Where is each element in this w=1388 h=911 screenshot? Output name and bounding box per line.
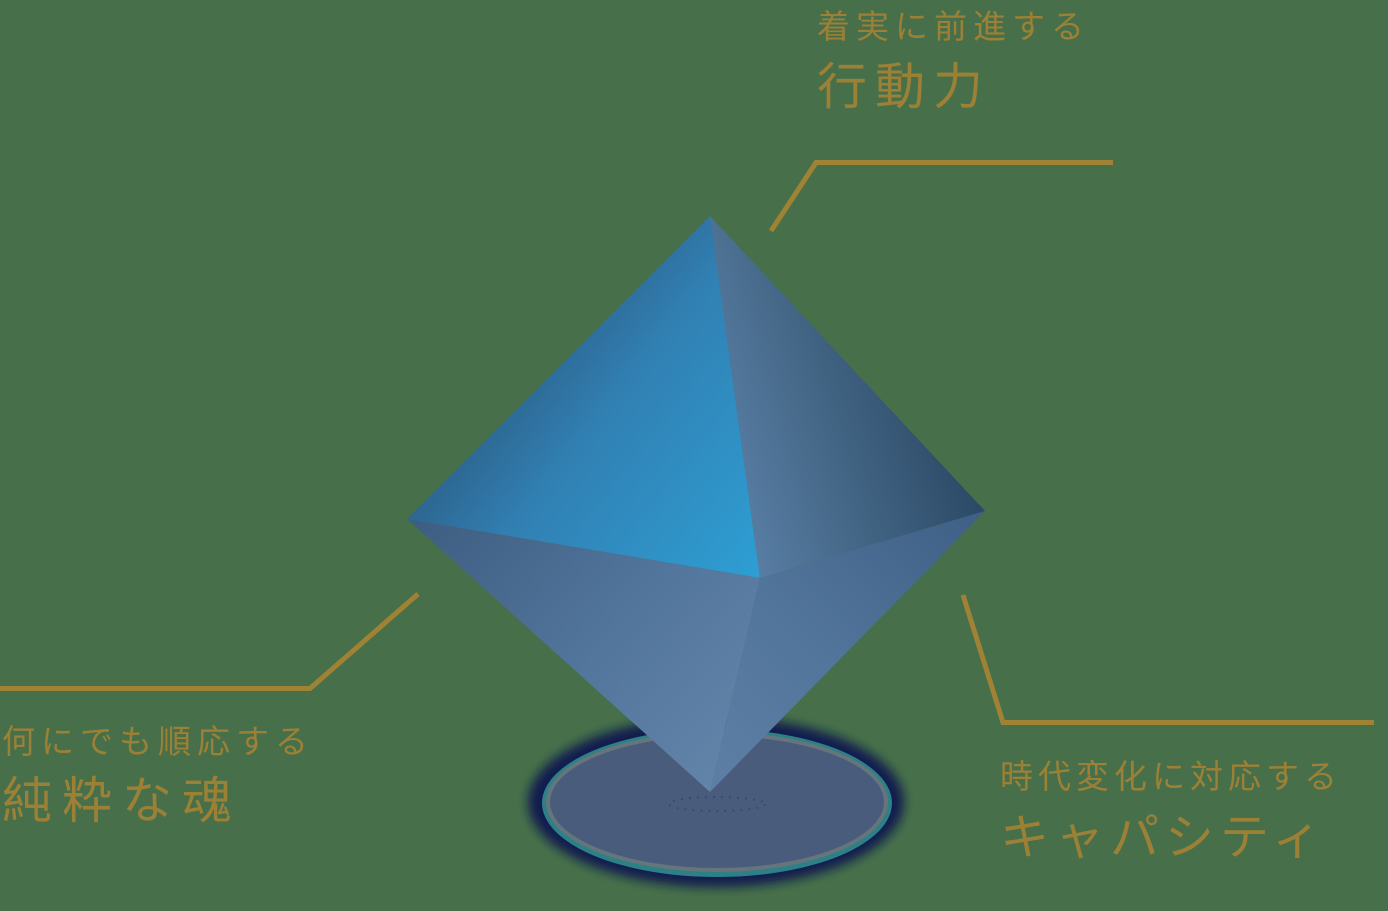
label-soul: 何にでも順応する 純粋な魂 bbox=[2, 723, 314, 830]
octahedron bbox=[407, 216, 985, 792]
label-soul-title: 純粋な魂 bbox=[2, 773, 242, 829]
label-capacity-subtitle: 時代変化に対応する bbox=[1000, 760, 1342, 796]
label-action-subtitle: 着実に前進する bbox=[817, 10, 1090, 46]
octahedron-face-top-right bbox=[710, 216, 985, 578]
octahedron-face-bottom-right bbox=[710, 511, 985, 792]
octahedron-face-bottom-left bbox=[407, 519, 760, 792]
label-action: 着実に前進する 行動力 bbox=[817, 8, 1090, 116]
connector-action bbox=[768, 160, 1113, 233]
label-capacity: 時代変化に対応する キャパシティ bbox=[1000, 758, 1342, 867]
label-capacity-title: キャパシティ bbox=[1000, 810, 1328, 865]
floor-shadow bbox=[528, 717, 904, 887]
connector-soul bbox=[0, 592, 420, 691]
shadow-fill bbox=[550, 736, 884, 868]
label-connectors bbox=[0, 160, 1374, 725]
octahedron-face-top-left bbox=[407, 216, 760, 578]
connector-capacity bbox=[960, 594, 1374, 725]
shadow-dotted-arc bbox=[668, 796, 766, 812]
label-soul-subtitle: 何にでも順応する bbox=[2, 725, 314, 761]
label-action-title: 行動力 bbox=[817, 59, 991, 115]
